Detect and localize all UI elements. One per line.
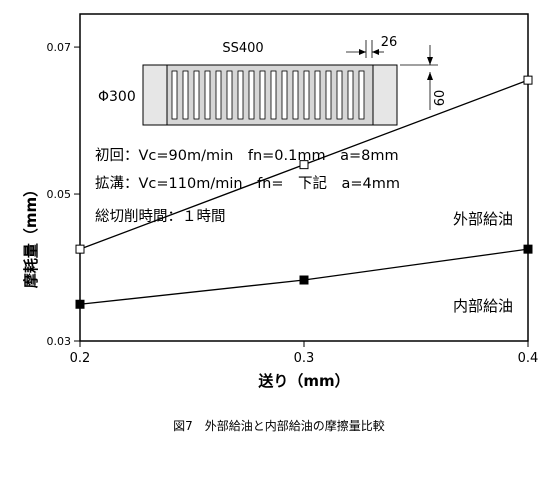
series-1-point [299,275,309,285]
groove-dim-label: 26 [381,35,398,50]
series-1-point [75,299,85,309]
condition-line-2: 拡溝：Vc=110m/min fn= 下記 a=4mm [95,175,400,192]
condition-line-3: 総切削時間：１時間 [95,208,226,225]
series-label-internal: 内部給油 [453,297,513,315]
series-label-external: 外部給油 [453,210,513,228]
x-tick-label: 0.2 [70,351,91,366]
y-tick-label: 0.07 [47,41,72,54]
y-tick-label: 0.05 [47,188,72,201]
series-0-point [75,244,85,254]
y-axis-label: 摩耗量（mm） [22,182,40,288]
diameter-label: Φ300 [98,89,136,105]
x-tick-label: 0.3 [294,351,315,366]
series-0-point [299,160,309,170]
workpiece-diagram [142,40,438,126]
x-axis-label: 送り（mm） [257,372,349,390]
material-label: SS400 [222,41,263,56]
y-tick-label: 0.03 [47,335,72,348]
series-1-point [523,244,533,254]
series-0-point [523,75,533,85]
height-dim-label: 60 [433,90,448,107]
x-tick-label: 0.4 [518,351,539,366]
condition-line-1: 初回：Vc=90m/min fn=0.1mm a=8mm [95,147,399,164]
figure-caption: 図7 外部給油と内部給油の摩擦量比較 [173,419,385,433]
